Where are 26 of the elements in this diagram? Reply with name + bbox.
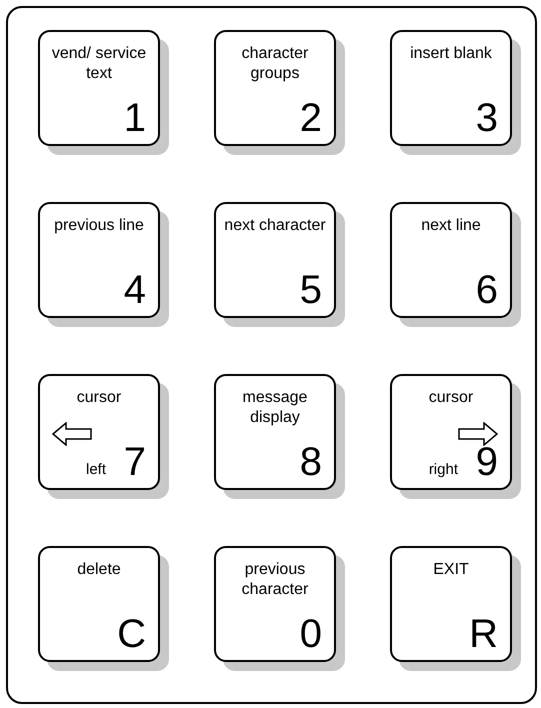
key-digit: C [117,612,146,656]
key-digit: 1 [124,96,146,140]
key-digit: 6 [476,268,498,312]
key-digit: 7 [124,440,146,484]
key-label: next character [223,216,327,236]
key-label: delete [76,560,122,580]
key-digit: 4 [124,268,146,312]
key-label: cursor [76,388,122,408]
key-digit: 8 [300,440,322,484]
key-label: previous line [53,216,145,236]
key-label: previous character [240,560,310,600]
key-label: right [428,461,458,478]
key-label: cursor [428,388,474,408]
key-label: message display [242,388,308,428]
key-label: character groups [240,44,310,84]
key-digit: 2 [300,96,322,140]
key-label: left [86,461,106,478]
key-digit: 5 [300,268,322,312]
key-label: insert blank [409,44,493,64]
key-digit: R [469,612,498,656]
key-label: EXIT [432,560,470,580]
key-digit: 3 [476,96,498,140]
key-label: next line [420,216,482,236]
key-digit: 9 [476,440,498,484]
key-digit: 0 [300,612,322,656]
key-label: vend/ service text [50,44,148,84]
